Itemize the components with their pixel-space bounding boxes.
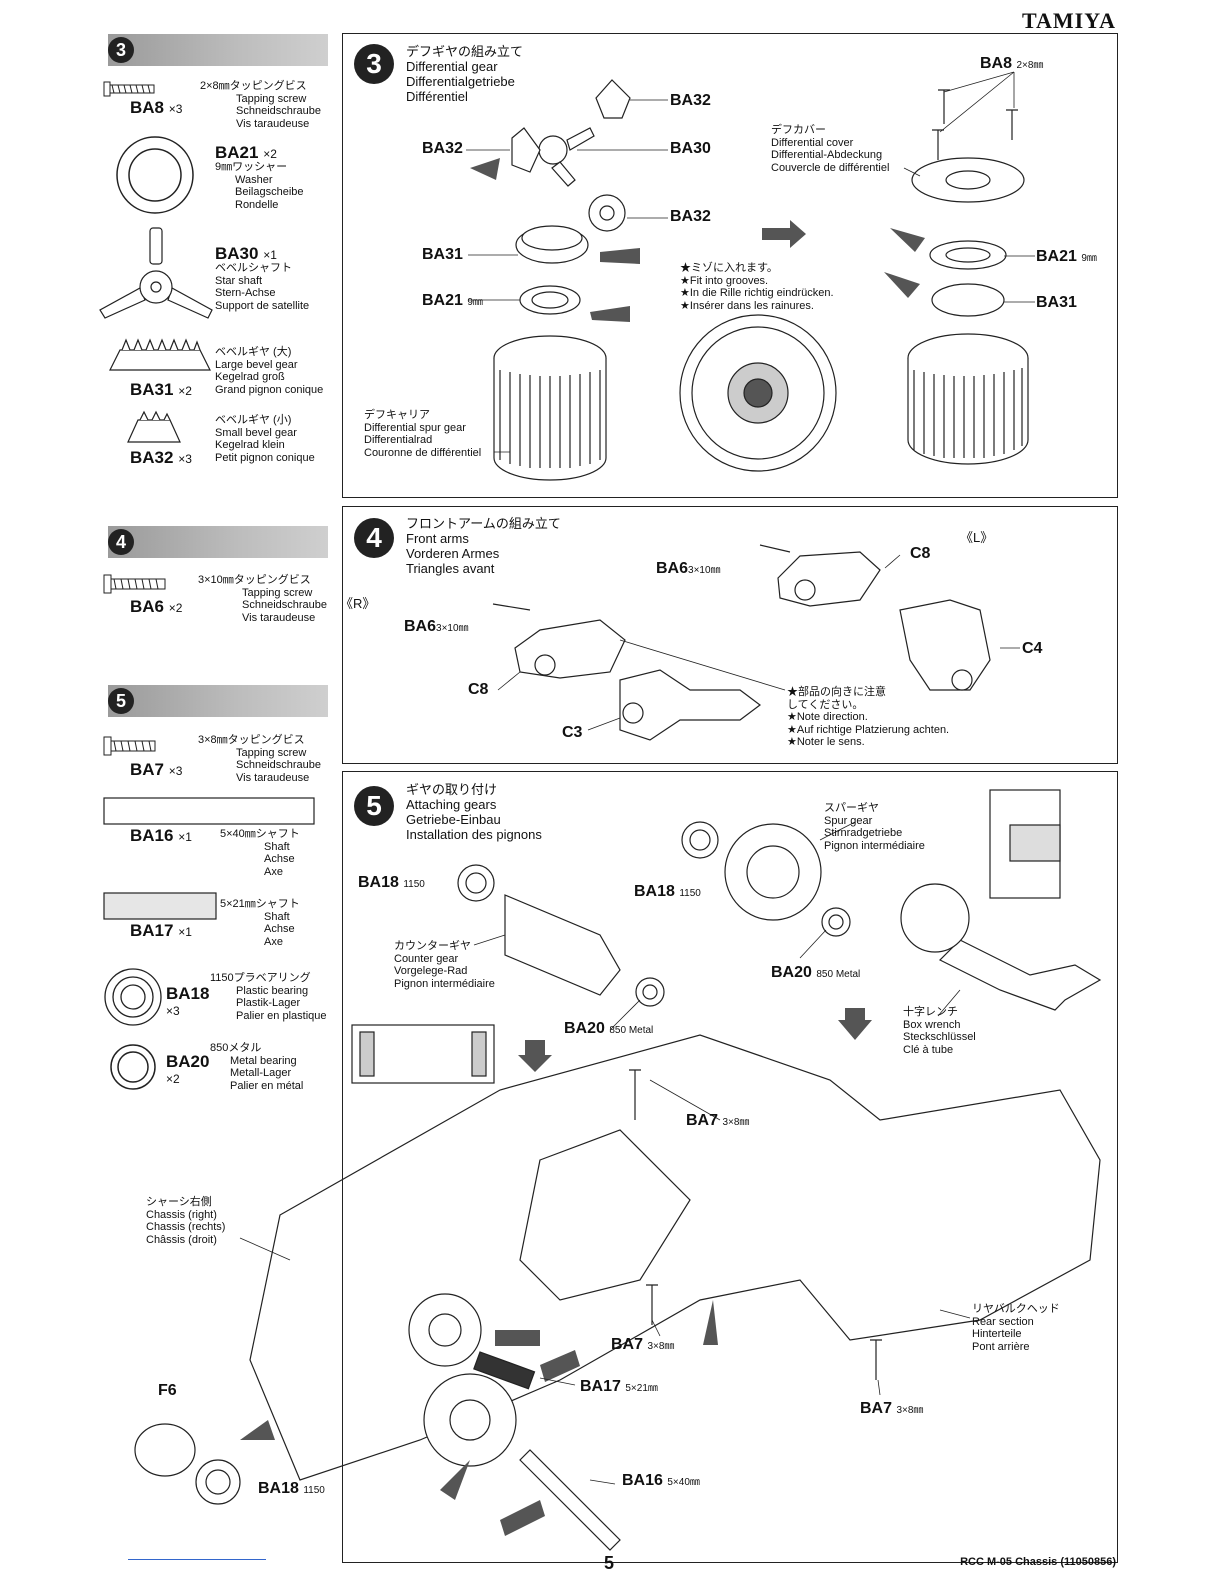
gear-installation-drawing [134, 789, 1102, 1551]
large-bevel-gear-ba31-icon [109, 338, 211, 371]
small-bevel-gear-ba32-icon [127, 410, 181, 443]
label-ba31-right: BA31 [1036, 294, 1077, 311]
note-direction: ★部品の向きに注意してください。★Note direction.★Auf ric… [787, 686, 950, 748]
step-5-number: 5 [108, 688, 134, 714]
label-ba18-c: BA18 1150 [258, 1480, 325, 1497]
label-c8-right: C8 [468, 681, 489, 698]
label-ba6-left: BA63×10㎜ [656, 560, 721, 577]
label-c8-left: C8 [910, 545, 931, 562]
label-ba32-top: BA32 [670, 92, 711, 109]
label-ba8: BA8 2×8㎜ [980, 55, 1044, 72]
brand-logo: TAMIYA [1021, 8, 1116, 33]
part-code-ba18: BA18×3 [166, 984, 210, 1018]
label-c4: C4 [1022, 640, 1043, 657]
label-ba18-a: BA18 1150 [358, 874, 425, 891]
step-5-header-bar [108, 685, 328, 717]
plastic-bearing-ba18-icon [104, 968, 162, 1026]
step-4-panel [342, 506, 1118, 764]
part-code-ba8: BA8 ×3 [130, 98, 183, 117]
label-ba21: BA21 9㎜ [422, 292, 483, 309]
step-4-header-bar [108, 526, 328, 558]
label-c3: C3 [562, 724, 583, 741]
step-3-number: 3 [108, 37, 134, 63]
part-code-ba7: BA7 ×3 [130, 760, 183, 779]
part-code-ba30: BA30 ×1 [215, 244, 277, 263]
arrow-icons-panel5 [240, 1008, 872, 1536]
shaft-ba17-icon [103, 892, 217, 920]
fit-grooves-note: ★ミゾに入れます。★Fit into grooves.★In die Rille… [680, 262, 834, 312]
label-ba30: BA30 [670, 140, 711, 157]
tapping-screw-ba8-icon [103, 81, 155, 97]
part-desc-ba31: ベベルギヤ (大) Large bevel gear Kegelrad groß… [215, 346, 324, 396]
right-side-marker: 《R》 [340, 596, 376, 611]
left-side-marker: 《L》 [960, 530, 994, 545]
tapping-screw-ba6-icon [103, 574, 166, 594]
label-ba7-b: BA7 3×8㎜ [611, 1336, 675, 1353]
part-code-ba16: BA16 ×1 [130, 826, 192, 845]
footer-rule [128, 1559, 266, 1560]
star-shaft-ba30-icon [99, 227, 213, 319]
label-ba32-left: BA32 [422, 140, 463, 157]
label-ba21-right: BA21 9㎜ [1036, 248, 1097, 265]
part-desc-ba17: 5×21㎜シャフト Shaft Achse Axe [220, 898, 300, 948]
page-number: 5 [604, 1553, 615, 1573]
part-desc-ba20: 850メタル Metal bearing Metall-Lager Palier… [210, 1042, 304, 1092]
label-f6: F6 [158, 1382, 177, 1399]
label-ba7-a: BA7 3×8㎜ [686, 1112, 750, 1129]
label-ba6-right: BA63×10㎜ [404, 618, 469, 635]
metal-bearing-ba20-icon [110, 1044, 156, 1090]
part-code-ba17: BA17 ×1 [130, 921, 192, 940]
shaft-ba16-icon [103, 797, 315, 825]
part-code-ba6: BA6 ×2 [130, 597, 183, 616]
part-desc-ba6: 3×10㎜タッピングビス Tapping screw Schneidschrau… [198, 574, 328, 624]
part-desc-ba8: 2×8㎜タッピングビス Tapping screw Schneidschraub… [200, 80, 322, 130]
panel-5-number: 5 [354, 786, 394, 826]
label-ba32-right: BA32 [670, 208, 711, 225]
part-desc-ba18: 1150プラベアリング Plastic bearing Plastik-Lage… [210, 972, 327, 1022]
part-code-ba20: BA20×2 [166, 1052, 210, 1086]
step-5-panel [342, 771, 1118, 1563]
leader-lines [239, 71, 1035, 1485]
front-arm-drawing [492, 544, 991, 741]
label-ba20-b: BA20 850 Metal [564, 1020, 654, 1037]
part-desc-ba30: ベベルシャフト Star shaft Stern-Achse Support d… [215, 262, 310, 312]
step-3-header-bar [108, 34, 328, 66]
label-ba20-a: BA20 850 Metal [771, 964, 861, 981]
part-desc-ba32: ベベルギヤ (小) Small bevel gear Kegelrad klei… [215, 414, 315, 464]
part-code-ba32: BA32 ×3 [130, 448, 192, 467]
label-ba18-b: BA18 1150 [634, 883, 701, 900]
document-footer: RCC M-05 Chassis (11050856) [960, 1556, 1116, 1568]
part-code-ba31: BA31 ×2 [130, 380, 192, 399]
tapping-screw-ba7-icon [103, 736, 156, 756]
part-desc-ba7: 3×8㎜タッピングビス Tapping screw Schneidschraub… [198, 734, 322, 784]
step-4-number: 4 [108, 529, 134, 555]
arrow-icons [470, 158, 925, 322]
label-ba16: BA16 5×40㎜ [622, 1472, 700, 1489]
step-3-panel [342, 33, 1118, 498]
label-ba31: BA31 [422, 246, 463, 263]
panel-3-number: 3 [354, 44, 394, 84]
panel-4-number: 4 [354, 518, 394, 558]
label-ba7-c: BA7 3×8㎜ [860, 1400, 924, 1417]
washer-ba21-icon [116, 136, 194, 214]
differential-assembly-drawing [493, 79, 1029, 481]
part-desc-ba21: 9㎜ワッシャー Washer Beilagscheibe Rondelle [215, 161, 304, 211]
label-ba17: BA17 5×21㎜ [580, 1378, 658, 1395]
part-code-ba21: BA21 ×2 [215, 143, 277, 162]
part-desc-ba16: 5×40㎜シャフト Shaft Achse Axe [220, 828, 300, 878]
